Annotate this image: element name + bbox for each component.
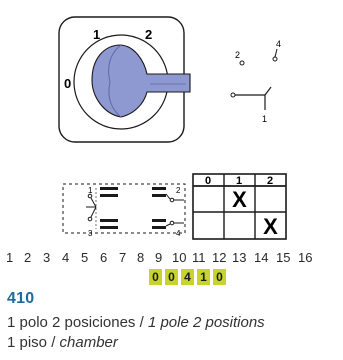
scale-number: 2 <box>24 250 32 265</box>
scale-number: 3 <box>43 250 51 265</box>
contact-symbol: 2 4 1 <box>230 39 281 124</box>
scale-number: 8 <box>137 250 145 265</box>
wiring-terminal-2: 2 <box>176 186 181 195</box>
scale-cell: 0 <box>165 269 178 285</box>
switch-position-2: 2 <box>145 27 152 42</box>
scale-number: 14 <box>254 250 269 265</box>
description-line-2: 1 piso / chamber <box>7 334 118 351</box>
scale-number: 6 <box>100 250 108 265</box>
switching-table: 0 1 2 X X <box>192 173 287 240</box>
description-en: chamber <box>59 334 118 351</box>
table-header-1: 1 <box>236 175 242 187</box>
scale-number: 10 <box>172 250 187 265</box>
scale-number: 9 <box>155 250 163 265</box>
scale-number: 13 <box>232 250 247 265</box>
scale-cell: 1 <box>197 269 210 285</box>
scale-number: 11 <box>192 250 206 265</box>
switch-knob <box>91 44 191 118</box>
scale-cell: 0 <box>149 269 162 285</box>
contact-label-2: 2 <box>235 50 240 60</box>
description-es: 1 polo 2 posiciones / <box>7 314 148 331</box>
scale-cell: 0 <box>213 269 226 285</box>
wiring-terminal-4: 4 <box>176 229 181 238</box>
table-header-2: 2 <box>267 175 273 187</box>
scale-number: 4 <box>62 250 70 265</box>
scale-number: 12 <box>212 250 227 265</box>
scale-number: 5 <box>81 250 89 265</box>
contact-label-4: 4 <box>276 39 281 49</box>
description-es: 1 piso / <box>7 334 60 351</box>
switch-position-0: 0 <box>64 76 71 91</box>
scale-number: 16 <box>298 250 313 265</box>
table-header-0: 0 <box>205 175 211 187</box>
wiring-diagram: 1 2 3 4 <box>62 183 186 238</box>
rotary-switch-diagram: 0 1 2 <box>58 16 191 143</box>
scale-number: 15 <box>276 250 291 265</box>
product-code: 410 <box>7 290 35 307</box>
scale-cell: 4 <box>181 269 194 285</box>
scale-number: 7 <box>119 250 127 265</box>
contact-label-1: 1 <box>262 114 267 124</box>
description-en: 1 pole 2 positions <box>147 314 265 331</box>
position-scale: 1 2 3 4 5 6 7 8 9 10 11 12 13 14 15 16 0… <box>6 250 343 285</box>
wiring-terminal-3: 3 <box>88 229 93 238</box>
table-cell-r2-c2: X <box>263 214 278 239</box>
description-line-1: 1 polo 2 posiciones / 1 pole 2 positions <box>7 314 265 331</box>
switch-position-1: 1 <box>93 27 100 42</box>
wiring-frame <box>62 183 186 234</box>
table-cell-r1-c1: X <box>232 187 247 212</box>
scale-numbers: 1 2 3 4 5 6 7 8 9 10 11 12 13 14 15 16 <box>6 250 343 266</box>
scale-number: 1 <box>6 250 14 265</box>
wiring-terminal-1: 1 <box>88 186 93 195</box>
